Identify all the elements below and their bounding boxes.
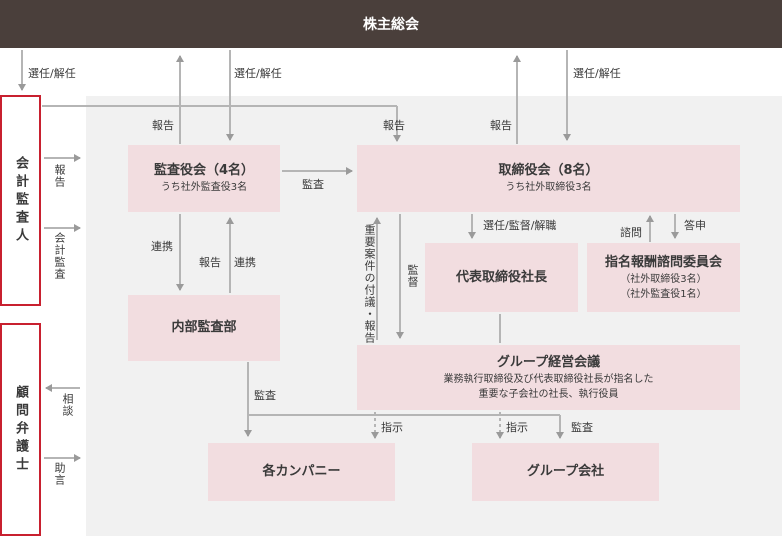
audit-board-title: 監査役会（4名） bbox=[153, 163, 255, 178]
supervision-label: 監督 bbox=[406, 264, 419, 288]
report-label-b: 報告 bbox=[383, 119, 405, 132]
audit-to-board-label: 監査 bbox=[302, 178, 324, 191]
board-sub: うち社外取締役3名 bbox=[505, 182, 592, 193]
president-box: 代表取締役社長 bbox=[425, 243, 578, 312]
president-title: 代表取締役社長 bbox=[455, 269, 547, 285]
advice-label: 助言 bbox=[53, 462, 66, 486]
companies-title: 各カンパニー bbox=[262, 464, 341, 479]
nomination-committee-sub2: （社外監査役1名） bbox=[620, 288, 707, 300]
group-companies-box: グループ会社 bbox=[472, 443, 659, 501]
group-management-box: グループ経営会議 業務執行取締役及び代表取締役社長が指名した 重要な子会社の社長… bbox=[357, 345, 740, 410]
auditor-report-label: 報告 bbox=[53, 164, 66, 188]
audit-board-sub: うち社外監査役3名 bbox=[160, 182, 248, 193]
accounting-auditor-box: 会計監査人 bbox=[0, 95, 41, 306]
elect-dismiss-label-2: 選任/解任 bbox=[234, 67, 282, 80]
audit-group-label: 監査 bbox=[571, 421, 593, 434]
elect-supervise-label: 選任/監督/解職 bbox=[483, 219, 557, 232]
group-companies-title: グループ会社 bbox=[526, 464, 605, 479]
internal-cooperation-label: 連携 bbox=[234, 256, 256, 269]
cooperation-label: 連携 bbox=[151, 240, 173, 253]
accounting-auditor-label: 会計監査人 bbox=[13, 155, 28, 246]
consult-label: 諮問 bbox=[620, 226, 642, 239]
report-label-c: 報告 bbox=[490, 119, 512, 132]
elect-dismiss-label-1: 選任/解任 bbox=[28, 67, 76, 80]
instruction-label-1: 指示 bbox=[381, 421, 403, 434]
legal-counsel-box: 顧問弁護士 bbox=[0, 323, 41, 536]
group-management-sub1: 業務執行取締役及び代表取締役社長が指名した bbox=[443, 373, 654, 385]
board-title: 取締役会（8名） bbox=[498, 163, 599, 178]
group-management-sub2: 重要な子会社の社長、執行役員 bbox=[478, 388, 619, 400]
audit-board-box: 監査役会（4名） うち社外監査役3名 bbox=[128, 145, 280, 212]
companies-box: 各カンパニー bbox=[208, 443, 395, 501]
internal-audit-title: 内部監査部 bbox=[171, 320, 237, 335]
internal-audit-box: 内部監査部 bbox=[128, 295, 280, 361]
nomination-committee-sub1: （社外取締役3名） bbox=[620, 273, 707, 285]
group-management-title: グループ経営会議 bbox=[496, 354, 601, 370]
elect-dismiss-label-3: 選任/解任 bbox=[573, 67, 621, 80]
important-matters-label: 重要案件の付議・報告 bbox=[363, 224, 376, 344]
shareholders-meeting-bar: 株主総会 bbox=[0, 0, 782, 48]
auditor-audit-label: 会計監査 bbox=[53, 232, 66, 280]
report-label-a: 報告 bbox=[152, 119, 174, 132]
answer-label: 答申 bbox=[684, 219, 706, 232]
internal-report-label: 報告 bbox=[199, 256, 221, 269]
legal-counsel-label: 顧問弁護士 bbox=[13, 384, 28, 475]
consultation-label: 相談 bbox=[61, 393, 74, 417]
nomination-committee-title: 指名報酬諮問委員会 bbox=[604, 254, 722, 270]
nomination-committee-box: 指名報酬諮問委員会 （社外取締役3名） （社外監査役1名） bbox=[587, 243, 740, 312]
board-of-directors-box: 取締役会（8名） うち社外取締役3名 bbox=[357, 145, 740, 212]
instruction-label-2: 指示 bbox=[506, 421, 528, 434]
audit-companies-label: 監査 bbox=[254, 389, 276, 402]
